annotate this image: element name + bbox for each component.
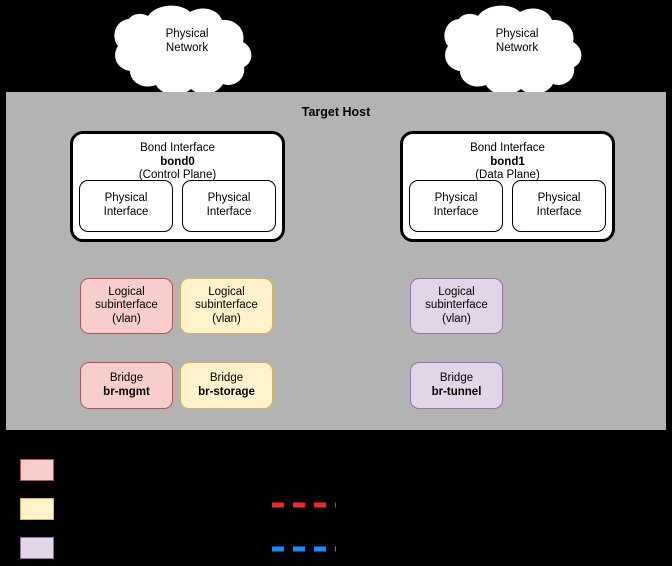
bridge-tunnel-label: Bridge <box>439 371 474 384</box>
vlan-storage-line3: (vlan) <box>212 312 241 325</box>
bridge-tunnel-name: br-tunnel <box>431 385 482 398</box>
bond1-role: (Data Plane) <box>475 169 540 182</box>
cloud-left-label-line2: Network <box>165 42 209 55</box>
legend-swatch-tunnel <box>20 537 54 559</box>
vlan-mgmt-line3: (vlan) <box>112 312 141 325</box>
cloud-right-label: Physical Network <box>465 27 569 55</box>
bond0-phys1-line1: Physical <box>104 192 148 205</box>
bridge-mgmt-name: br-mgmt <box>103 385 150 398</box>
bond1-physical-interface-1: Physical Interface <box>409 180 503 232</box>
vlan-storage-line2: subinterface <box>195 299 258 312</box>
bond0-phys1-line2: Interface <box>103 206 149 218</box>
cloud-right-shape <box>444 5 582 95</box>
bond1-physical-interface-2: Physical Interface <box>512 180 606 232</box>
bridge-br-tunnel: Bridge br-tunnel <box>410 362 503 409</box>
vlan-mgmt-line2: subinterface <box>95 299 158 312</box>
bond0-role: (Control Plane) <box>138 169 217 182</box>
bridge-br-storage: Bridge br-storage <box>180 362 273 409</box>
bond0-phys2-line1: Physical <box>207 192 251 205</box>
bond0-physical-interface-2: Physical Interface <box>182 180 276 232</box>
cloud-left-shape <box>114 5 252 95</box>
bond0-title: Bond Interface <box>140 142 215 154</box>
target-host-title: Target Host <box>301 105 371 119</box>
cloud-right-label-line1: Physical <box>495 28 539 40</box>
logical-subinterface-tunnel: Logical subinterface (vlan) <box>410 278 503 334</box>
bond1-phys1-line1: Physical <box>434 192 478 205</box>
cloud-left-label: Physical Network <box>135 27 239 55</box>
bond0-phys2-line2: Interface <box>206 206 252 218</box>
logical-subinterface-storage: Logical subinterface (vlan) <box>180 278 273 334</box>
bond1-phys2-line2: Interface <box>536 206 582 218</box>
bond0-physical-interface-1: Physical Interface <box>79 180 173 232</box>
vlan-mgmt-line1: Logical <box>108 285 145 298</box>
cloud-right-label-line2: Network <box>495 42 539 55</box>
bond1-name: bond1 <box>490 155 525 168</box>
bridge-br-mgmt: Bridge br-mgmt <box>80 362 173 409</box>
bond0-name: bond0 <box>160 155 195 168</box>
legend-swatch-storage <box>20 498 54 520</box>
vlan-tunnel-line3: (vlan) <box>442 312 471 325</box>
logical-subinterface-mgmt: Logical subinterface (vlan) <box>80 278 173 334</box>
vlan-tunnel-line1: Logical <box>438 285 475 298</box>
bond1-phys1-line2: Interface <box>433 206 479 218</box>
bond1-label: Bond Interface bond1 (Data Plane) <box>403 142 612 183</box>
cloud-left-label-line1: Physical <box>165 28 209 40</box>
legend-line-samples <box>272 502 336 552</box>
legend-swatch-mgmt <box>20 459 54 481</box>
vlan-tunnel-line2: subinterface <box>425 299 488 312</box>
bond1-title: Bond Interface <box>470 142 545 154</box>
bond0-label: Bond Interface bond0 (Control Plane) <box>73 142 282 183</box>
bridge-storage-name: br-storage <box>198 385 255 398</box>
bridge-mgmt-label: Bridge <box>109 371 144 384</box>
bond1-phys2-line1: Physical <box>537 192 581 205</box>
bridge-storage-label: Bridge <box>209 371 244 384</box>
vlan-storage-line1: Logical <box>208 285 245 298</box>
